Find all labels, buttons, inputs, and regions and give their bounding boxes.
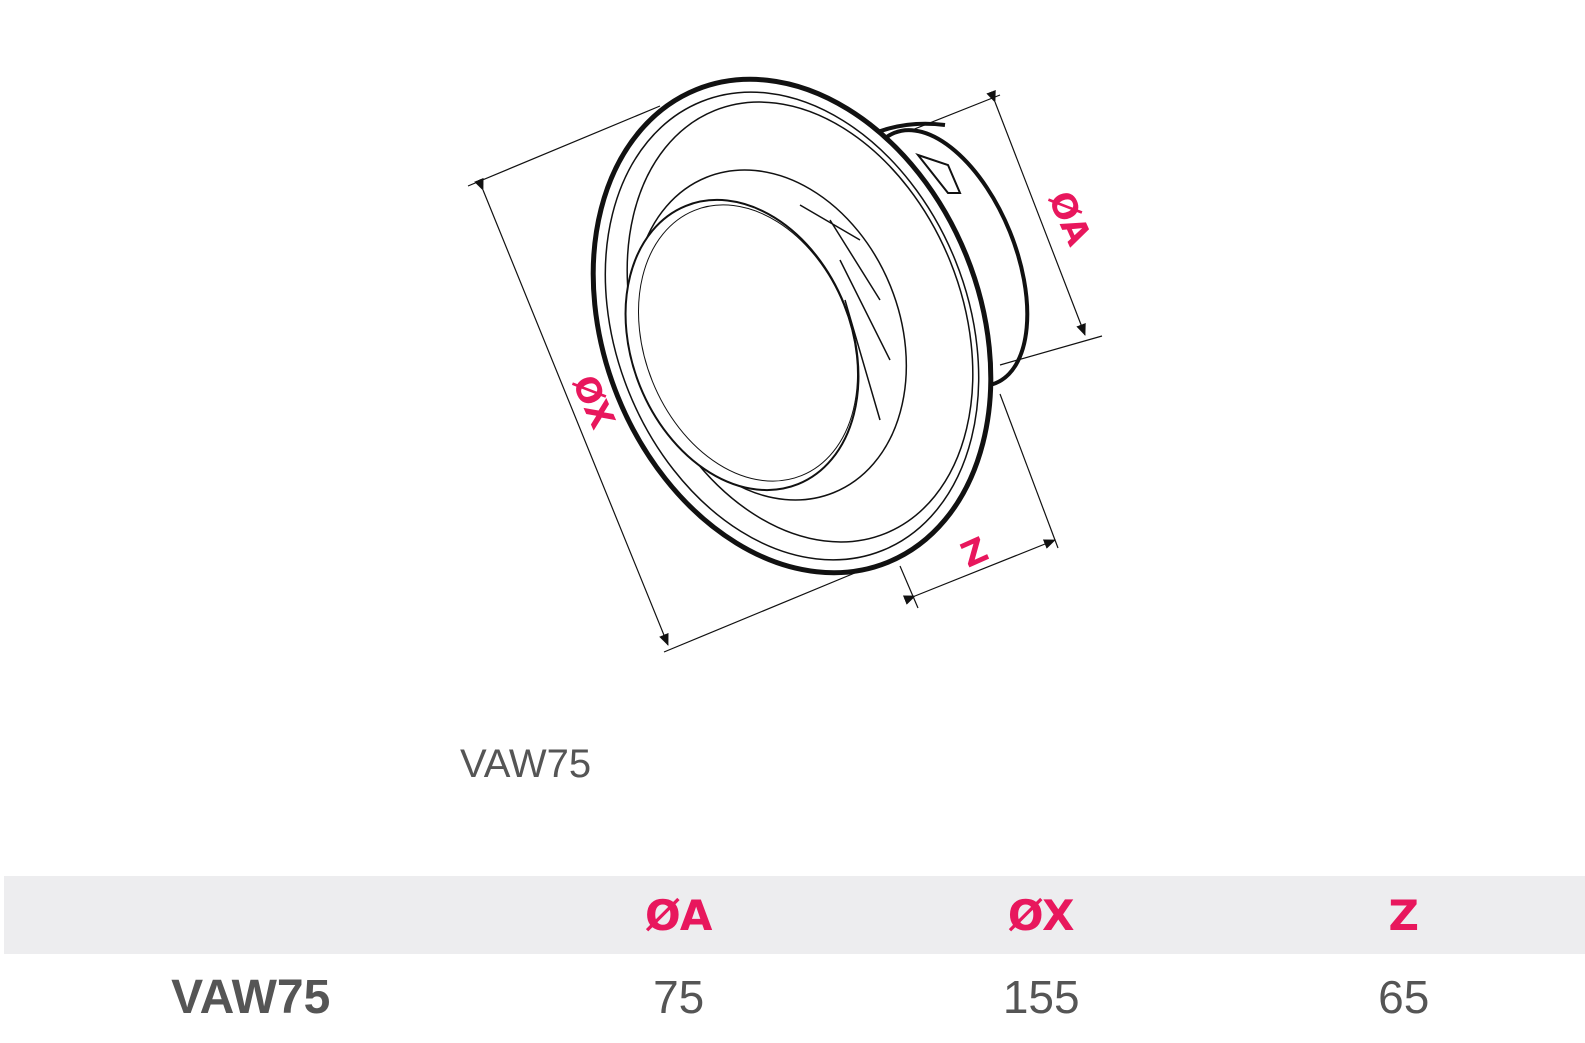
- dimension-label-z: Z: [955, 530, 994, 577]
- table-row: VAW75 75 155 65: [4, 954, 1585, 1040]
- cell-diameter-a: 75: [653, 971, 705, 1023]
- dimensions-table: ØA ØX Z VAW75 75 155 65: [4, 876, 1585, 1040]
- header-diameter-a: ØA: [497, 876, 860, 954]
- table-header-row: ØA ØX Z: [4, 876, 1585, 954]
- header-z: Z: [1222, 876, 1585, 954]
- product-dimension-drawing: ØX ØA Z: [467, 76, 1103, 653]
- cell-diameter-x: 155: [1002, 971, 1080, 1023]
- cell-model: VAW75: [171, 970, 331, 1024]
- header-model: [4, 876, 498, 954]
- header-diameter-x: ØX: [859, 876, 1223, 954]
- model-caption: VAW75: [460, 742, 592, 786]
- dimension-lines: [467, 89, 1103, 653]
- cell-z: 65: [1378, 971, 1430, 1023]
